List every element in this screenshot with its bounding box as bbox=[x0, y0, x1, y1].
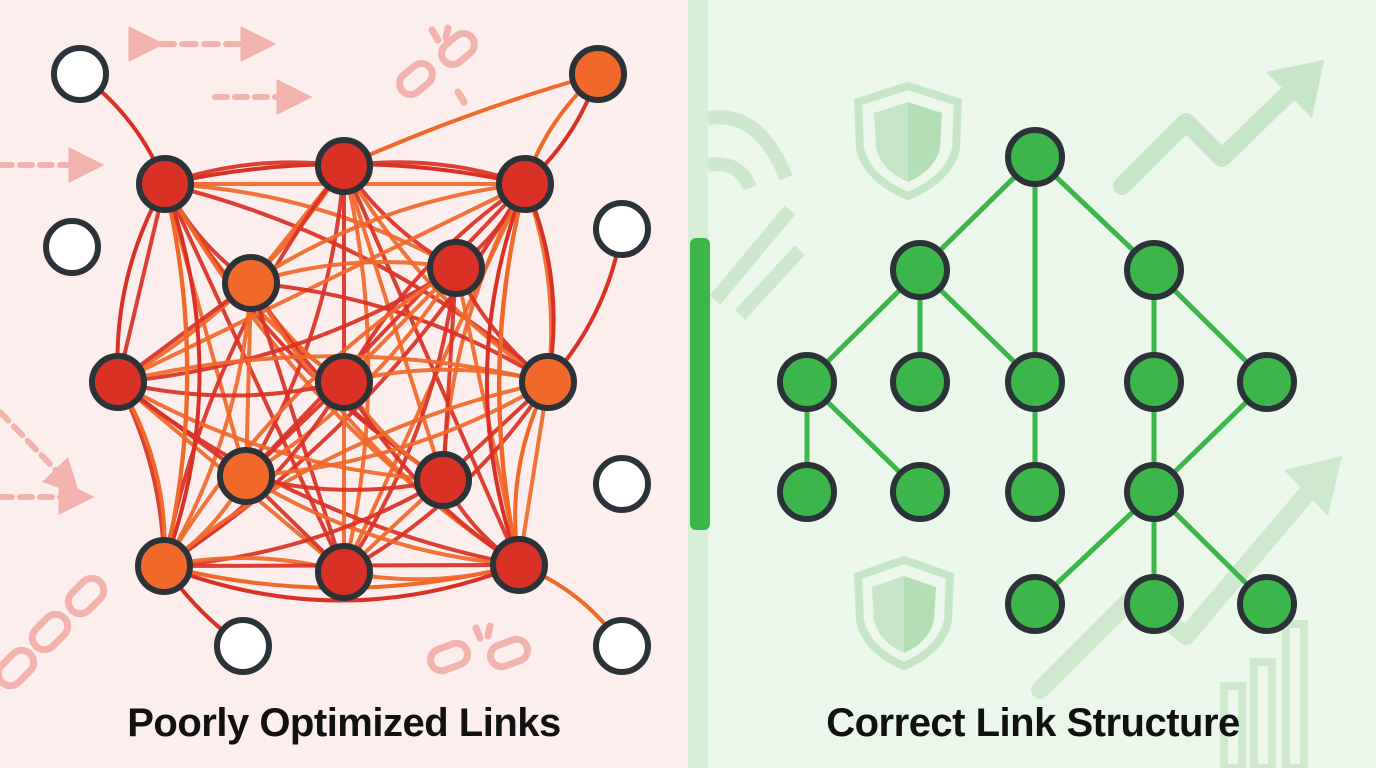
tree-node bbox=[777, 462, 837, 522]
trend-arrow-icon bbox=[1284, 456, 1342, 516]
mesh-node bbox=[414, 451, 472, 509]
broken-chain-icon bbox=[0, 574, 108, 690]
mesh-link bbox=[249, 281, 550, 384]
mesh-node bbox=[222, 254, 280, 312]
mesh-node bbox=[496, 155, 554, 213]
dashed-arrow-icon bbox=[0, 409, 95, 515]
mesh-node bbox=[569, 45, 627, 103]
tree-root-node bbox=[1005, 127, 1065, 187]
mesh-link bbox=[162, 266, 458, 568]
tree-node bbox=[1005, 574, 1065, 634]
node-group bbox=[43, 45, 651, 675]
tree-node bbox=[1124, 352, 1184, 412]
mesh-link bbox=[342, 164, 521, 567]
tree-node bbox=[890, 240, 950, 300]
shield-icon bbox=[853, 555, 955, 671]
orphan-node bbox=[593, 455, 651, 513]
mesh-node bbox=[89, 353, 147, 411]
key-icon bbox=[706, 110, 806, 320]
orphan-node bbox=[214, 617, 272, 675]
accent-bar bbox=[690, 238, 710, 530]
tree-node bbox=[890, 352, 950, 412]
tree-node bbox=[777, 352, 837, 412]
mesh-node bbox=[136, 155, 194, 213]
mesh-link bbox=[162, 380, 550, 568]
tree-node bbox=[1237, 574, 1297, 634]
shield-icon bbox=[853, 81, 963, 201]
left-panel-title: Poorly Optimized Links bbox=[127, 701, 561, 745]
mesh-link bbox=[163, 182, 346, 574]
tree-node bbox=[1005, 462, 1065, 522]
mesh-link bbox=[249, 182, 527, 285]
right-panel bbox=[688, 0, 1376, 768]
mesh-link bbox=[116, 266, 458, 384]
mesh-link bbox=[162, 478, 445, 568]
mesh-link bbox=[497, 183, 527, 566]
broken-chain-icon bbox=[426, 622, 532, 675]
mesh-link bbox=[116, 380, 521, 567]
mesh-node bbox=[315, 353, 373, 411]
mesh-link bbox=[162, 183, 189, 567]
orphan-node bbox=[51, 45, 109, 103]
left-panel bbox=[0, 0, 688, 768]
mesh-link bbox=[342, 164, 550, 384]
mesh-node bbox=[315, 543, 373, 601]
mesh-link bbox=[244, 474, 521, 567]
mesh-link bbox=[162, 281, 253, 568]
trend-arrow-icon bbox=[1113, 73, 1309, 195]
orphan-node bbox=[43, 218, 101, 276]
tree-node bbox=[1237, 352, 1297, 412]
mesh-node bbox=[519, 353, 577, 411]
tree-node bbox=[1005, 352, 1065, 412]
orphan-node bbox=[593, 200, 651, 258]
mesh-link bbox=[485, 183, 527, 566]
orphan-node bbox=[593, 617, 651, 675]
tree-node bbox=[1124, 240, 1184, 300]
mesh-link bbox=[244, 164, 346, 478]
bar-chart-icon bbox=[1220, 620, 1308, 768]
right-panel-title: Correct Link Structure bbox=[826, 701, 1240, 745]
mesh-node bbox=[135, 537, 193, 595]
tree-node bbox=[1124, 574, 1184, 634]
mesh-node bbox=[427, 239, 485, 297]
mesh-link bbox=[244, 380, 550, 478]
mesh-node bbox=[217, 447, 275, 505]
trend-arrow-icon bbox=[1266, 60, 1324, 118]
mesh-node bbox=[315, 137, 373, 195]
mesh-link bbox=[162, 183, 202, 567]
tree-node bbox=[1124, 462, 1184, 522]
tree-node bbox=[890, 462, 950, 522]
mesh-node bbox=[490, 536, 548, 594]
outlier-link bbox=[343, 72, 599, 168]
broken-chain-icon bbox=[396, 24, 478, 106]
mesh-link bbox=[244, 182, 527, 478]
mesh-link bbox=[116, 182, 527, 384]
node-group bbox=[777, 127, 1297, 634]
